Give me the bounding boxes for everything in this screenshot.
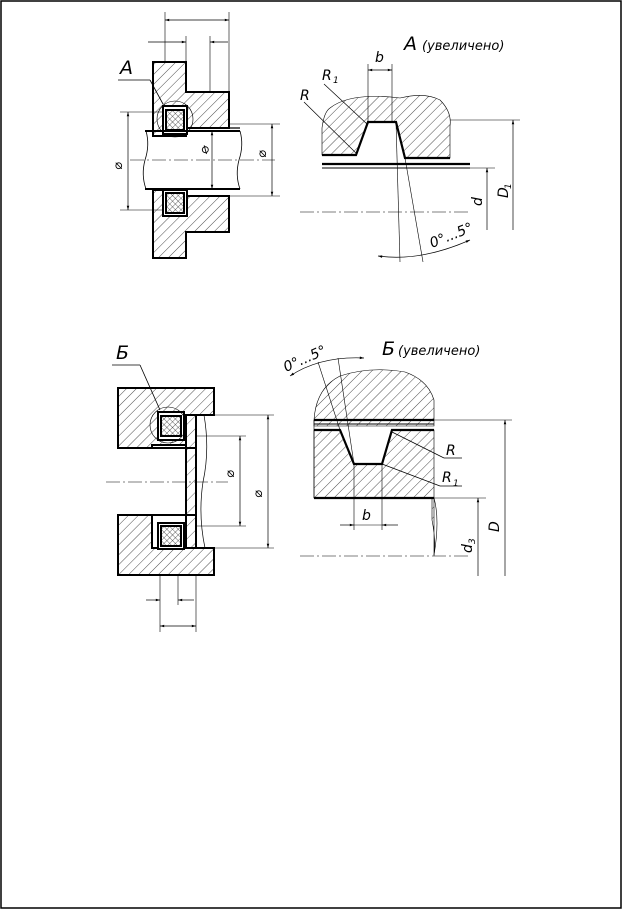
callout-label-a: А (118, 57, 133, 79)
label-r-b: R (446, 443, 456, 459)
label-angle-b: 0°...5° (281, 343, 329, 376)
label-d1-a: D (496, 187, 512, 198)
leader-r-a (303, 101, 357, 154)
rod-detail-b (313, 369, 435, 427)
dia-symbol-shaft: ⌀ (196, 143, 213, 157)
label-d3-b: d (460, 544, 476, 553)
o-ring-lower (165, 192, 185, 214)
view-b-assembly: Б ⌀ ⌀ (106, 342, 274, 632)
dia-symbol-b-outer: ⌀ (251, 490, 266, 498)
view-a-title: (увеличено) (422, 39, 504, 54)
rod-b (185, 414, 197, 549)
groove-profile-a (322, 120, 450, 160)
housing-detail-a (321, 95, 451, 159)
shaft-break-left (142, 130, 149, 190)
label-d-a: d (470, 197, 486, 206)
shaft-break-right (236, 130, 243, 190)
o-ring-b-upper (160, 415, 182, 437)
view-b-detail: Б (увеличено) 0°...5° R R 1 b (281, 338, 512, 576)
dia-symbol-right: ⌀ (255, 150, 270, 158)
label-D-b: D (487, 521, 503, 532)
leader-r1-a (323, 83, 368, 125)
view-b-title-letter: Б (382, 338, 395, 360)
detail-circle-b (149, 406, 187, 444)
dim-angle-a (377, 239, 471, 258)
housing-detail-b (313, 429, 435, 557)
callout-leader-b (139, 364, 161, 411)
svg-text:3: 3 (468, 538, 478, 544)
dia-symbol-outer: ⌀ (111, 162, 126, 170)
label-r1-a: R (322, 68, 332, 84)
leader-r1-b (381, 463, 441, 487)
view-b-title: (увеличено) (398, 344, 480, 359)
label-r-a: R (300, 88, 310, 104)
dia-symbol-b-inner: ⌀ (223, 470, 238, 478)
svg-text:1: 1 (504, 183, 514, 189)
o-ring-b-lower (160, 525, 182, 547)
groove-profile-b (314, 428, 434, 466)
detail-circle-a (156, 100, 194, 138)
view-a-detail: А (увеличено) b R 1 R d D 1 0°...5° (300, 33, 520, 263)
leader-r-b (391, 431, 445, 459)
callout-leader-a (149, 79, 164, 105)
view-a-assembly: А ⌀ ⌀ ⌀ (111, 12, 280, 259)
label-b-b: b (362, 508, 371, 524)
break-line-b (200, 414, 208, 549)
svg-text:1: 1 (453, 479, 459, 489)
label-b-a: b (375, 50, 384, 66)
label-r1-b: R (442, 470, 452, 486)
svg-text:1: 1 (333, 76, 339, 86)
callout-label-b: Б (116, 342, 129, 364)
view-a-title-letter: А (402, 33, 417, 55)
dim-angle-b (289, 356, 365, 377)
